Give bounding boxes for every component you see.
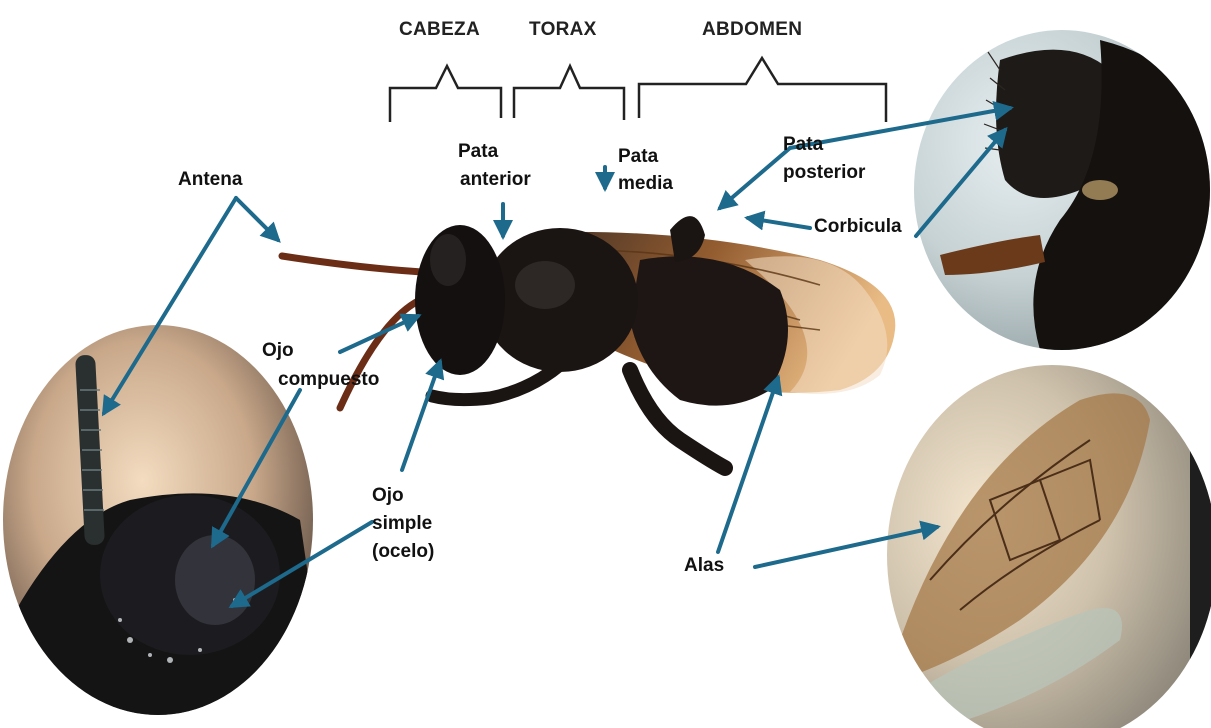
bee-specimen bbox=[282, 216, 895, 468]
label-compound-eye-line1: Ojo bbox=[262, 339, 294, 362]
section-label-head: CABEZA bbox=[399, 18, 480, 41]
label-wings: Alas bbox=[684, 554, 724, 577]
label-mid-leg-line2: media bbox=[618, 172, 673, 195]
antenna-left bbox=[282, 256, 422, 272]
section-label-thorax: TORAX bbox=[529, 18, 597, 41]
label-mid-leg-line1: Pata bbox=[618, 145, 658, 168]
section-brackets bbox=[390, 58, 886, 122]
section-label-abdomen: ABDOMEN bbox=[702, 18, 802, 41]
label-corbicula: Corbicula bbox=[814, 215, 902, 238]
abdomen-bracket bbox=[639, 58, 886, 122]
arrow-compound-eye-main bbox=[340, 316, 418, 352]
label-ocelo-line3: (ocelo) bbox=[372, 540, 434, 563]
thorax-bracket bbox=[514, 66, 624, 120]
arrow-ocelo-main bbox=[402, 362, 440, 470]
label-hind-leg-line2: posterior bbox=[783, 161, 865, 184]
label-front-leg-line1: Pata bbox=[458, 140, 498, 163]
label-ocelo-line2: simple bbox=[372, 512, 432, 535]
wing-closeup-photo bbox=[887, 365, 1211, 728]
arrow-antenna-main bbox=[236, 198, 278, 240]
label-ocelo-line1: Ojo bbox=[372, 484, 404, 507]
label-compound-eye-line2: compuesto bbox=[278, 368, 379, 391]
label-hind-leg-line1: Pata bbox=[783, 133, 823, 156]
hind-leg-closeup-photo bbox=[914, 30, 1210, 350]
label-antenna: Antena bbox=[178, 168, 242, 191]
arrow-corbicula-main bbox=[748, 218, 810, 228]
label-front-leg-line2: anterior bbox=[460, 168, 531, 191]
arrow-hind-leg-main bbox=[720, 148, 790, 208]
antenna-right bbox=[340, 300, 420, 408]
head-bracket bbox=[390, 66, 501, 122]
